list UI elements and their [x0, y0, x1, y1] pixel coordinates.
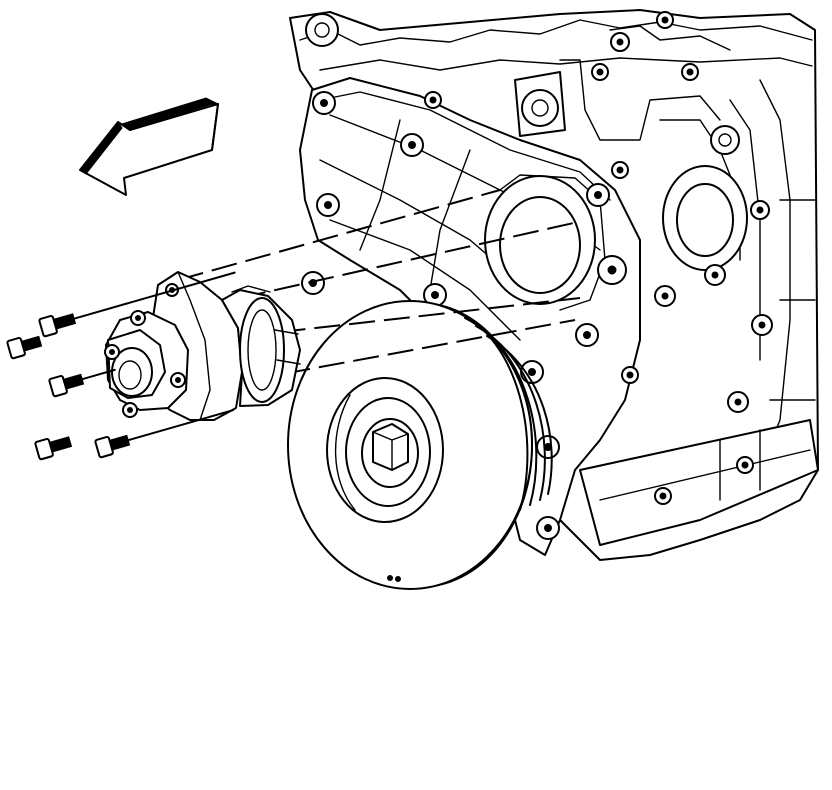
crankshaft-balancer	[287, 300, 553, 590]
water-pump	[104, 271, 301, 421]
timing-cover	[299, 77, 641, 556]
direction-arrow	[79, 97, 219, 196]
water-pump-bolt	[38, 271, 236, 338]
water-pump-bolt	[34, 436, 73, 461]
water-pump-bolt	[48, 368, 116, 398]
water-pump-bolt	[94, 409, 234, 459]
alignment-lines	[177, 189, 581, 381]
water-pump-bolts	[6, 271, 236, 461]
water-pump-bolt	[6, 335, 43, 360]
